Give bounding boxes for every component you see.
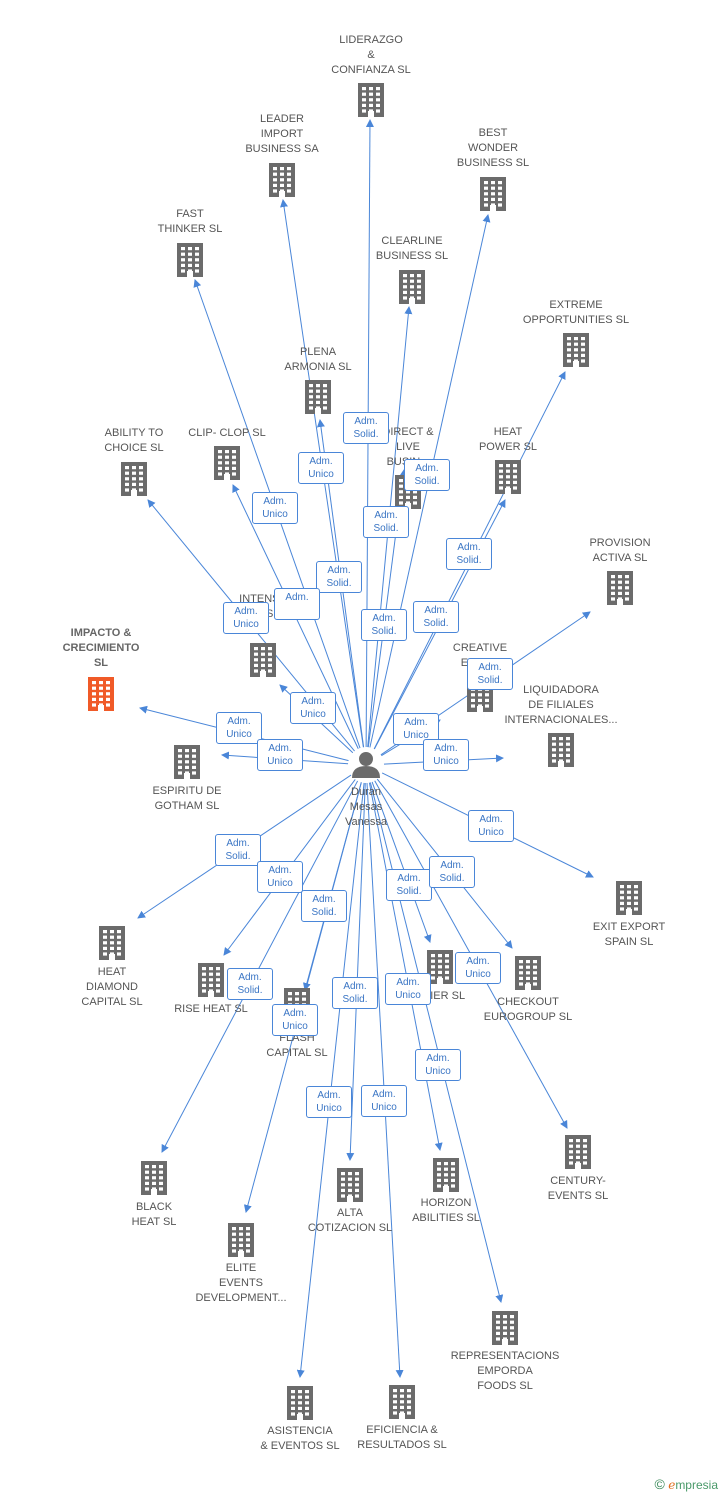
role-badge[interactable]: Adm. Unico bbox=[361, 1085, 407, 1117]
building-icon-elite[interactable] bbox=[228, 1223, 254, 1257]
node-label-elite[interactable]: ELITE EVENTS DEVELOPMENT... bbox=[195, 1262, 287, 1304]
edge-horizon bbox=[368, 782, 443, 1151]
node-label-provision[interactable]: PROVISION ACTIVA SL bbox=[589, 537, 651, 564]
building-icon-glier[interactable] bbox=[427, 950, 453, 984]
node-label-impacto[interactable]: IMPACTO & CRECIMIENTO SL bbox=[62, 627, 140, 669]
building-icon-clipclop[interactable] bbox=[214, 446, 240, 480]
building-icon-heatpower[interactable] bbox=[495, 460, 521, 494]
building-icon-fastthinker[interactable] bbox=[177, 243, 203, 277]
role-badge[interactable]: Adm. Unico bbox=[223, 602, 269, 634]
person-name[interactable]: Duran Mesas Vanessa bbox=[345, 786, 387, 828]
node-label-heatdiamond[interactable]: HEAT DIAMOND CAPITAL SL bbox=[81, 966, 143, 1008]
role-badge[interactable]: Adm. Unico bbox=[306, 1086, 352, 1118]
node-label-plena[interactable]: PLENA ARMONIA SL bbox=[284, 346, 352, 373]
building-icon-century[interactable] bbox=[565, 1135, 591, 1169]
building-icon-representacions[interactable] bbox=[492, 1311, 518, 1345]
node-label-bestwonder[interactable]: BEST WONDER BUSINESS SL bbox=[456, 127, 530, 169]
node-label-exitexport[interactable]: EXIT EXPORT SPAIN SL bbox=[592, 921, 666, 948]
role-badge[interactable]: Adm. Unico bbox=[415, 1049, 461, 1081]
node-label-horizon[interactable]: HORIZON ABILITIES SL bbox=[412, 1197, 480, 1224]
building-icon-clearline[interactable] bbox=[399, 270, 425, 304]
building-icon-ability[interactable] bbox=[121, 462, 147, 496]
role-badge[interactable]: Adm. Solid. bbox=[227, 968, 273, 1000]
role-badge[interactable]: Adm. Solid. bbox=[404, 459, 450, 491]
building-icon-liderazgo[interactable] bbox=[358, 83, 384, 117]
building-icon-impacto[interactable] bbox=[88, 677, 114, 711]
edge-blackheat bbox=[161, 780, 359, 1153]
node-label-espiritu[interactable]: ESPIRITU DE GOTHAM SL bbox=[152, 785, 222, 812]
role-badge[interactable]: Adm. Solid. bbox=[363, 506, 409, 538]
building-icon-alta[interactable] bbox=[337, 1168, 363, 1202]
node-label-liderazgo[interactable]: LIDERAZGO & CONFIANZA SL bbox=[331, 34, 411, 76]
footer-brand: © empresia bbox=[655, 1476, 718, 1492]
role-badge[interactable]: Adm. bbox=[274, 588, 320, 620]
building-icon-riseheat[interactable] bbox=[198, 963, 224, 997]
role-badge[interactable]: Adm. Unico bbox=[252, 492, 298, 524]
node-label-extreme[interactable]: EXTREME OPPORTUNITIES SL bbox=[522, 299, 630, 326]
building-icon-provision[interactable] bbox=[607, 571, 633, 605]
building-icon-checkout[interactable] bbox=[515, 956, 541, 990]
node-label-clipclop[interactable]: CLIP- CLOP SL bbox=[188, 427, 266, 439]
role-badge[interactable]: Adm. Unico bbox=[257, 861, 303, 893]
role-badge[interactable]: Adm. Unico bbox=[468, 810, 514, 842]
copyright-symbol: © bbox=[654, 1476, 665, 1492]
building-icon-bestwonder[interactable] bbox=[480, 177, 506, 211]
role-badge[interactable]: Adm. Solid. bbox=[467, 658, 513, 690]
role-badge[interactable]: Adm. Unico bbox=[423, 739, 469, 771]
edge-asistencia bbox=[296, 782, 365, 1378]
building-icon-eficiencia[interactable] bbox=[389, 1385, 415, 1419]
node-label-representacions[interactable]: REPRESENTACIONS EMPORDA FOODS SL bbox=[450, 1350, 560, 1392]
edge-glier bbox=[371, 781, 432, 943]
role-badge[interactable]: Adm. Solid. bbox=[316, 561, 362, 593]
role-badge[interactable]: Adm. Unico bbox=[455, 952, 501, 984]
role-badge[interactable]: Adm. Solid. bbox=[446, 538, 492, 570]
brand-initial: e bbox=[668, 1478, 676, 1492]
role-badge[interactable]: Adm. Solid. bbox=[343, 412, 389, 444]
node-label-leader[interactable]: LEADER IMPORT BUSINESS SA bbox=[245, 113, 319, 155]
node-label-alta[interactable]: ALTA COTIZACION SL bbox=[307, 1207, 393, 1234]
node-label-asistencia[interactable]: ASISTENCIA & EVENTOS SL bbox=[260, 1425, 340, 1452]
building-icon-horizon[interactable] bbox=[433, 1158, 459, 1192]
brand-name: mpresia bbox=[675, 1478, 718, 1492]
person-icon[interactable] bbox=[352, 752, 380, 778]
role-badge[interactable]: Adm. Unico bbox=[272, 1004, 318, 1036]
role-badge[interactable]: Adm. Unico bbox=[298, 452, 344, 484]
role-badge[interactable]: Adm. Solid. bbox=[301, 890, 347, 922]
role-badge[interactable]: Adm. Solid. bbox=[386, 869, 432, 901]
role-badge[interactable]: Adm. Solid. bbox=[361, 609, 407, 641]
role-badge[interactable]: Adm. Solid. bbox=[429, 856, 475, 888]
node-label-century[interactable]: CENTURY- EVENTS SL bbox=[547, 1175, 609, 1202]
building-icon-exitexport[interactable] bbox=[616, 881, 642, 915]
edge-alta bbox=[346, 782, 366, 1161]
role-badge[interactable]: Adm. Solid. bbox=[413, 601, 459, 633]
node-label-eficiencia[interactable]: EFICIENCIA & RESULTADOS SL bbox=[357, 1424, 447, 1451]
role-badge[interactable]: Adm. Unico bbox=[385, 973, 431, 1005]
node-label-ability[interactable]: ABILITY TO CHOICE SL bbox=[104, 427, 164, 454]
node-label-fastthinker[interactable]: FAST THINKER SL bbox=[157, 208, 223, 235]
node-label-checkout[interactable]: CHECKOUT EUROGROUP SL bbox=[483, 996, 573, 1023]
edge-eficiencia bbox=[366, 782, 404, 1378]
role-badge[interactable]: Adm. Unico bbox=[257, 739, 303, 771]
node-label-blackheat[interactable]: BLACK HEAT SL bbox=[131, 1201, 177, 1228]
role-badge[interactable]: Adm. Unico bbox=[216, 712, 262, 744]
building-icon-asistencia[interactable] bbox=[287, 1386, 313, 1420]
role-badge[interactable]: Adm. Solid. bbox=[332, 977, 378, 1009]
building-icon-liquidadora[interactable] bbox=[548, 733, 574, 767]
building-icon-blackheat[interactable] bbox=[141, 1161, 167, 1195]
building-icon-heatdiamond[interactable] bbox=[99, 926, 125, 960]
building-icon-espiritu[interactable] bbox=[174, 745, 200, 779]
node-label-liquidadora[interactable]: LIQUIDADORA DE FILIALES INTERNACIONALES.… bbox=[504, 684, 618, 726]
building-icon-leader[interactable] bbox=[269, 163, 295, 197]
role-badge[interactable]: Adm. Unico bbox=[290, 692, 336, 724]
building-icon-extreme[interactable] bbox=[563, 333, 589, 367]
node-label-heatpower[interactable]: HEAT POWER SL bbox=[478, 426, 538, 453]
node-label-riseheat[interactable]: RISE HEAT SL bbox=[174, 1003, 248, 1015]
role-badge[interactable]: Adm. Solid. bbox=[215, 834, 261, 866]
building-icon-intense[interactable] bbox=[250, 643, 276, 677]
node-label-clearline[interactable]: CLEARLINE BUSINESS SL bbox=[375, 235, 449, 262]
building-icon-plena[interactable] bbox=[305, 380, 331, 414]
